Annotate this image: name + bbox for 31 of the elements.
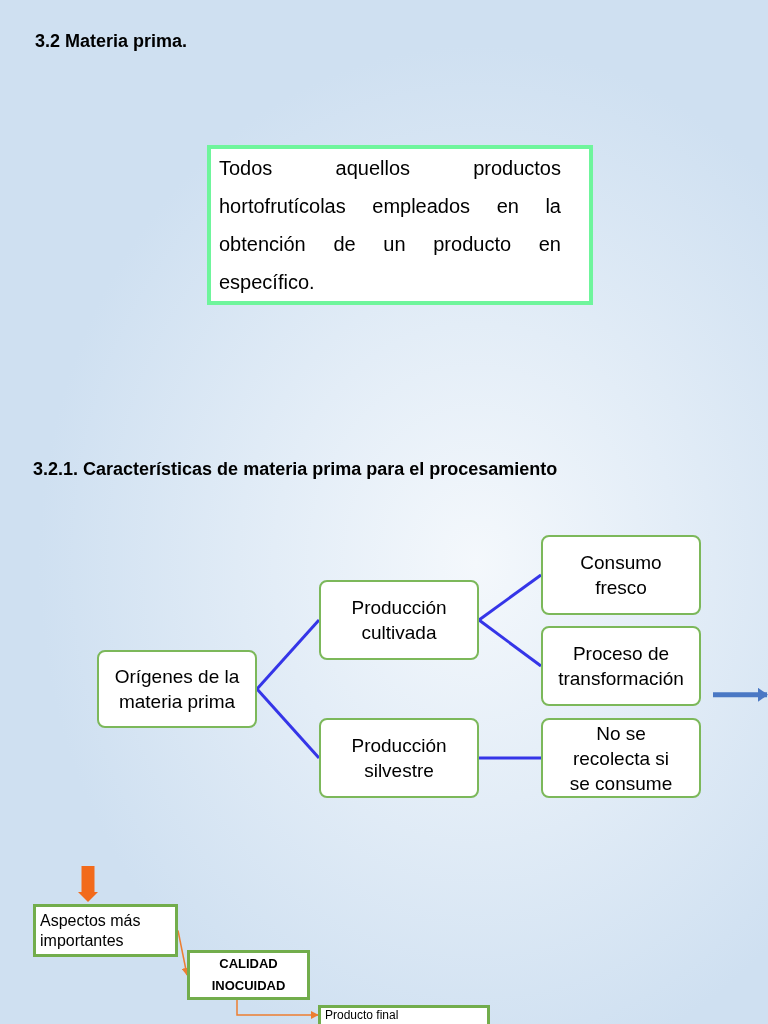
arrow: [236, 999, 319, 1019]
box-text: Aspectos más importantes: [40, 910, 142, 951]
connector-line: [478, 618, 542, 668]
section-heading: 3.2 Materia prima.: [35, 30, 188, 53]
definition-box: [207, 145, 593, 305]
connector-line: [255, 619, 321, 690]
process-box: [319, 580, 479, 660]
process-box: [541, 535, 701, 615]
box-text: No se recolecta si se consume: [568, 721, 674, 796]
process-box: [318, 1005, 490, 1024]
process-box: [97, 650, 257, 728]
section-heading: 3.2.1. Características de materia prima para el procesamiento: [33, 458, 558, 481]
box-text: CALIDAD: [219, 955, 278, 974]
connector-line: [479, 756, 541, 760]
box-text: Producción silvestre: [350, 734, 448, 783]
box-text: Proceso de transformación: [557, 642, 685, 691]
process-box: [541, 718, 701, 798]
box-text: Orígenes de la materia prima: [113, 665, 241, 714]
box-text: Todos aquellos productos hortofrutícolas empleados en la obtención de un producto en específico.: [219, 156, 561, 295]
connector-line: [478, 573, 542, 622]
process-box: [319, 718, 479, 798]
process-box: [541, 626, 701, 706]
connector-line: [255, 688, 321, 759]
arrow: [713, 689, 768, 700]
box-text: Producto final: [325, 1008, 400, 1022]
box-text: Producción cultivada: [350, 596, 448, 645]
process-box: [33, 904, 178, 957]
box-text: INOCUIDAD: [211, 977, 286, 996]
process-box: [187, 950, 310, 1000]
arrow: [81, 866, 95, 902]
box-text: Consumo fresco: [579, 551, 663, 600]
